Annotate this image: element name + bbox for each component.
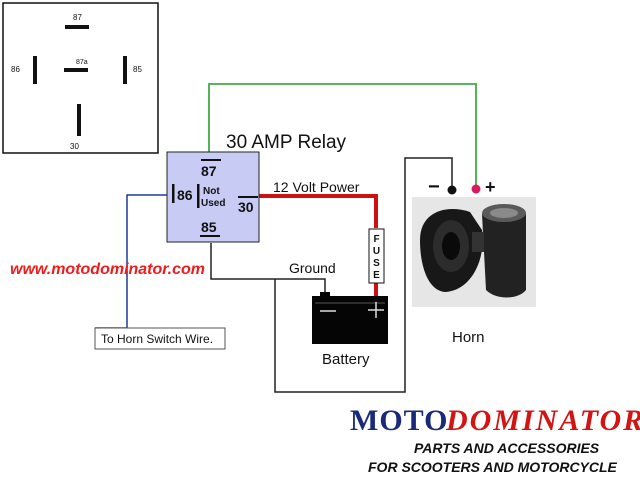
horn-negative-terminal (447, 185, 457, 195)
horn-plus-sign: + (485, 177, 496, 197)
relay-pin-85: 85 (201, 219, 217, 235)
brand-logo: MOTO DOMINATOR PARTS AND ACCESSORIES FOR… (348, 404, 640, 480)
battery-label: Battery (322, 351, 370, 368)
brand-moto-text: MOTO (350, 404, 449, 437)
twelve-volt-power-label: 12 Volt Power (273, 179, 360, 195)
relay-pin-86: 86 (177, 187, 193, 203)
horn-photo (412, 197, 536, 307)
fuse-letter-f: F (373, 234, 379, 245)
green-trigger-wire (208, 83, 477, 186)
horn-positive-terminal (471, 184, 481, 194)
fuse: F U S E (368, 228, 385, 284)
pinout-label-87: 87 (73, 13, 82, 22)
relay-pin-87: 87 (201, 163, 217, 179)
pinout-label-86: 86 (11, 65, 20, 74)
pinout-label-85: 85 (133, 65, 142, 74)
brand-dominator-text: DOMINATOR (446, 404, 640, 437)
fuse-letter-u: U (373, 246, 380, 257)
pinout-label-30: 30 (70, 142, 79, 151)
fuse-letter-e: E (373, 270, 380, 281)
ground-label: Ground (289, 260, 336, 276)
relay-title: 30 AMP Relay (226, 132, 347, 153)
horn-negative-wire (274, 157, 453, 393)
relay-block: 87 86 Not Used 30 85 (166, 151, 260, 243)
relay-not-used-line2: Used (201, 198, 225, 209)
ground-wire (210, 243, 326, 296)
battery-icon (312, 292, 388, 344)
horn-label: Horn (452, 329, 485, 346)
horn-minus-sign: − (428, 176, 440, 198)
pinout-label-87a: 87a (76, 59, 88, 66)
relay-not-used-line1: Not (203, 186, 220, 197)
horn-switch-label-box (94, 327, 226, 350)
fuse-letter-s: S (373, 258, 380, 269)
red-power-wire (258, 194, 378, 228)
website-url: www.motodominator.com (10, 261, 205, 278)
relay-pinout-diagram: 87 87a 86 85 30 (2, 2, 159, 154)
brand-tagline-1: PARTS AND ACCESSORIES (414, 440, 600, 456)
brand-tagline-2: FOR SCOOTERS AND MOTORCYCLE (368, 459, 617, 475)
relay-pin-30: 30 (238, 199, 254, 215)
horn-switch-wire-label: To Horn Switch Wire. (101, 332, 213, 346)
